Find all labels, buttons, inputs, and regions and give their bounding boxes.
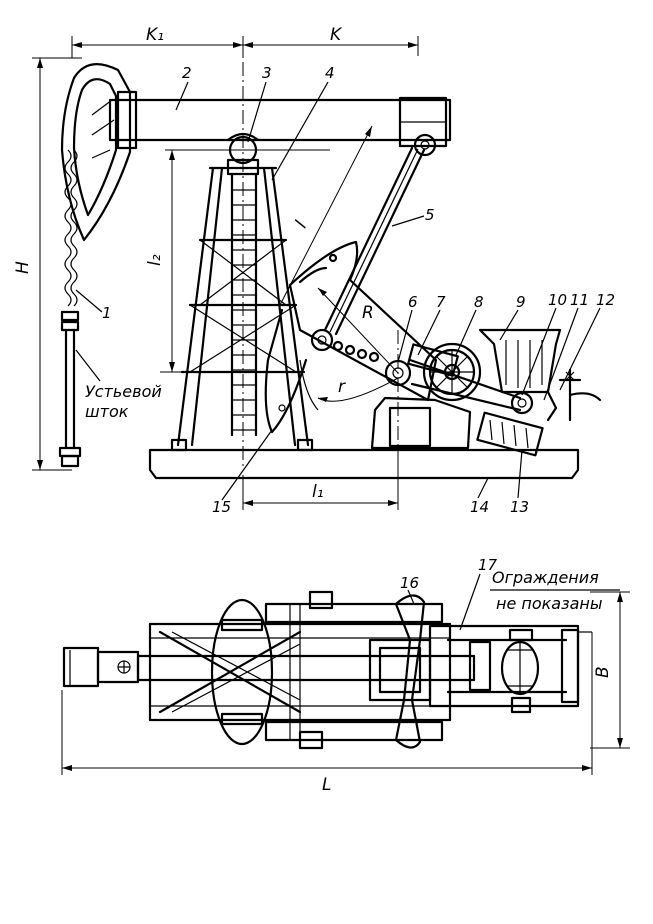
dim-h-label: H [13,261,33,274]
part-label-8: 8 [474,293,484,311]
top-base-frame [150,592,450,748]
dim-b-label: B [593,666,613,678]
side-view: 2 3 4 1 5 6 7 8 9 10 11 12 15 1 [13,25,615,516]
part-label-14: 14 [470,498,489,516]
motor-and-belt [410,330,600,420]
base-frame [150,450,578,478]
dimension-r-radius [318,288,398,373]
part-label-7: 7 [436,293,446,311]
wellhead-rod-line2: шток [85,402,129,421]
guards-note-line1: Ограждения [492,568,599,587]
part-label-4: 4 [325,64,335,82]
dimension-k [72,36,418,58]
top-crank-arms [370,595,430,747]
top-view: 16 17 Ограждения не показаны B L [62,556,630,795]
dim-l1-label: l₁ [312,482,324,502]
part-label-9: 9 [516,293,526,311]
part-label-16: 16 [400,574,419,592]
dim-small-r-label: r [338,377,346,397]
part-label-1: 1 [102,304,112,322]
dimension-l [280,126,372,305]
dim-k1-label: K₁ [146,25,164,45]
wellhead-rod-line1: Устьевой [85,382,162,401]
dim-l-total-label: L [322,775,331,795]
dim-l-label: l [291,218,311,232]
dimension-l2 [160,150,330,372]
pitman-rod [325,135,435,334]
dim-l2-label: l₂ [145,254,165,266]
part-label-3: 3 [262,64,272,82]
samson-post [172,168,312,450]
part-label-5: 5 [425,206,435,224]
part-label-2: 2 [182,64,192,82]
top-gearbox-motor [430,626,592,712]
dim-r-label: R [362,303,374,323]
part-label-10: 10 [548,291,567,309]
part-labels: 2 3 4 1 5 6 7 8 9 10 11 12 15 1 [76,64,615,516]
part-label-6: 6 [408,293,418,311]
horsehead [62,64,130,240]
guards-note-line2: не показаны [496,594,603,613]
part-label-13: 13 [510,498,529,516]
part-label-15: 15 [212,498,231,516]
part-label-12: 12 [596,291,615,309]
dim-k-label: K [330,25,343,45]
walking-beam [110,92,450,148]
wellhead-rod-note: Устьевой шток [76,350,162,421]
top-walking-beam [64,648,474,686]
part-label-11: 11 [570,291,589,309]
